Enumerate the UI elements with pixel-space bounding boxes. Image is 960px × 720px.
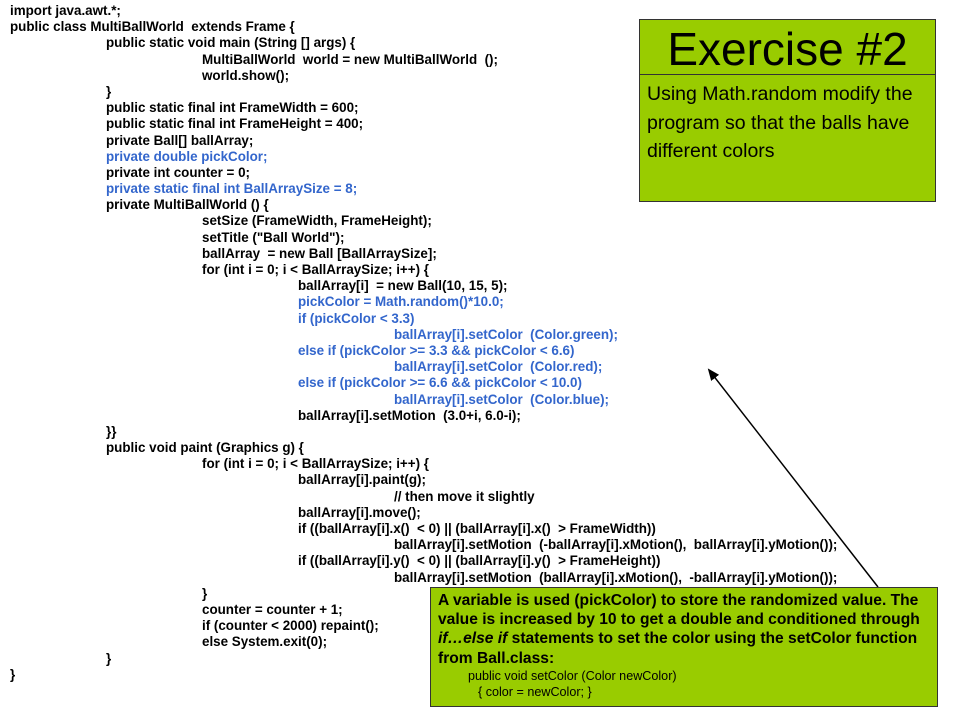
code-line: setTitle ("Ball World"); — [202, 229, 345, 245]
note-code-line-1: public void setColor (Color newColor) — [468, 668, 677, 683]
code-line: world.show(); — [202, 67, 290, 83]
code-line: ballArray[i].move(); — [298, 504, 421, 520]
code-line: } — [202, 585, 208, 601]
code-line: MultiBallWorld world = new MultiBallWorl… — [202, 51, 498, 67]
code-line: private int counter = 0; — [106, 164, 250, 180]
code-line: if ((ballArray[i].y() < 0) || (ballArray… — [298, 553, 661, 569]
code-line: } — [106, 83, 112, 99]
code-line: public void paint (Graphics g) { — [106, 440, 304, 456]
code-line: } — [10, 666, 16, 682]
code-line: }} — [106, 423, 117, 439]
code-line: if (pickColor < 3.3) — [298, 310, 415, 326]
code-line: ballArray[i].setColor (Color.red); — [394, 359, 603, 375]
code-line: public static void main (String [] args)… — [106, 35, 356, 51]
note-text: A variable is used (pickColor) to store … — [438, 591, 931, 668]
note-code-line-2: { color = newColor; } — [478, 684, 592, 699]
exercise-description: Using Math.random modify the program so … — [647, 83, 913, 162]
exercise-callout: Exercise #2 Using Math.random modify the… — [639, 19, 936, 202]
code-line: else System.exit(0); — [202, 634, 328, 650]
code-line: private MultiBallWorld () { — [106, 197, 269, 213]
note-text-after: statements to set the color using the se… — [438, 630, 918, 667]
code-line: ballArray[i].setColor (Color.green); — [394, 326, 618, 342]
note-text-before: A variable is used (pickColor) to store … — [438, 592, 920, 629]
code-line: private double pickColor; — [106, 148, 268, 164]
code-line: counter = counter + 1; — [202, 601, 343, 617]
code-line: ballArray[i] = new Ball(10, 15, 5); — [298, 278, 508, 294]
code-line: ballArray[i].setColor (Color.blue); — [394, 391, 610, 407]
explanation-note: A variable is used (pickColor) to store … — [430, 587, 938, 707]
note-text-italic: if…else if — [438, 630, 508, 648]
code-line: public static final int FrameWidth = 600… — [106, 100, 359, 116]
code-line: if (counter < 2000) repaint(); — [202, 618, 379, 634]
code-line: public class MultiBallWorld extends Fram… — [10, 19, 295, 35]
code-line: private Ball[] ballArray; — [106, 132, 254, 148]
code-line: // then move it slightly — [394, 488, 535, 504]
code-line: else if (pickColor >= 6.6 && pickColor <… — [298, 375, 582, 391]
code-line: ballArray[i].setMotion (3.0+i, 6.0-i); — [298, 407, 521, 423]
code-line: for (int i = 0; i < BallArraySize; i++) … — [202, 262, 429, 277]
code-line: pickColor = Math.random()*10.0; — [298, 294, 504, 310]
code-line: } — [106, 650, 112, 666]
code-listing: import java.awt.*;public class MultiBall… — [10, 3, 837, 683]
code-line: ballArray[i].setMotion (ballArray[i].xMo… — [394, 569, 838, 585]
code-line: public static final int FrameHeight = 40… — [106, 116, 364, 132]
exercise-title: Exercise #2 — [640, 20, 935, 75]
code-line: ballArray[i].paint(g); — [298, 472, 426, 488]
code-line: if ((ballArray[i].x() < 0) || (ballArray… — [298, 521, 656, 536]
code-line: private static final int BallArraySize =… — [106, 181, 358, 197]
code-line: ballArray[i].setMotion (-ballArray[i].xM… — [394, 537, 838, 553]
code-line: ballArray = new Ball [BallArraySize]; — [202, 245, 437, 261]
code-line: for (int i = 0; i < BallArraySize; i++) … — [202, 456, 429, 472]
code-line: setSize (FrameWidth, FrameHeight); — [202, 213, 432, 229]
code-line: import java.awt.*; — [10, 3, 121, 18]
code-line: else if (pickColor >= 3.3 && pickColor <… — [298, 342, 575, 358]
